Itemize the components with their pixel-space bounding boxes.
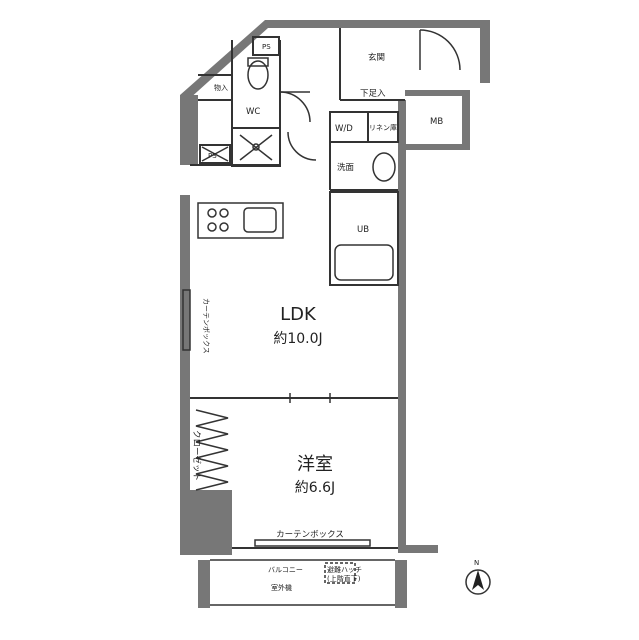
ub-label: UB xyxy=(357,225,369,235)
north-label: N xyxy=(474,559,479,567)
fixtures xyxy=(182,29,461,547)
curtain-box-left-label: カーテンボックス xyxy=(202,298,210,354)
outdoor-unit-label: 室外機 xyxy=(271,583,292,592)
washbasin xyxy=(372,152,396,182)
balcony xyxy=(210,559,395,606)
hatch-label: 避難ハッチ xyxy=(327,565,362,574)
washroom-label: 洗面 xyxy=(337,162,355,173)
wc-label: WC xyxy=(246,107,260,117)
interior-walls xyxy=(190,28,405,549)
western-room-size: 約6.6J xyxy=(295,480,335,496)
balcony-label: バルコニー xyxy=(268,566,303,574)
evacuation-hatch xyxy=(324,562,356,584)
toilet xyxy=(247,60,269,90)
ps-label-upper: PS xyxy=(262,43,271,51)
hatch-sub-label: (上階直下) xyxy=(327,574,361,583)
storage-label: 物入 xyxy=(214,83,228,92)
kitchen-counter xyxy=(197,202,284,239)
western-room-label: 洋室 xyxy=(297,454,333,475)
bathtub xyxy=(334,244,394,281)
ps-label-lower: PS xyxy=(208,152,217,160)
linen-label: リネン庫 xyxy=(369,123,397,132)
kitchen-sink xyxy=(243,207,277,233)
ldk-size: 約10.0J xyxy=(273,331,322,347)
wd-label: W/D xyxy=(335,124,353,134)
shoe-storage-label: 下足入 xyxy=(360,89,386,99)
closet-label: クローゼット xyxy=(191,430,202,481)
exterior-walls xyxy=(180,20,490,608)
ldk-label: LDK xyxy=(280,304,317,325)
mb-label: MB xyxy=(430,117,443,127)
north-arrow-icon xyxy=(465,569,491,595)
curtain-box-bottom-label: カーテンボックス xyxy=(276,530,344,540)
entrance-label: 玄関 xyxy=(368,52,385,63)
